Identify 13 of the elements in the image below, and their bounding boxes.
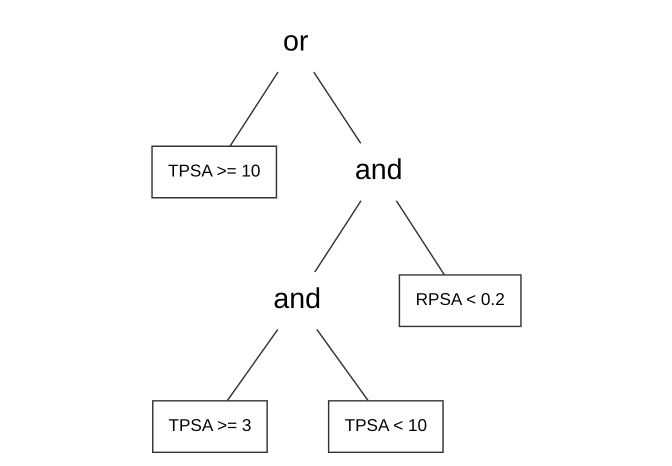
connector xyxy=(226,328,278,400)
node-box: TPSA >= 10 xyxy=(150,145,277,198)
node-box: TPSA < 10 xyxy=(327,400,444,452)
node-box: TPSA >= 3 xyxy=(152,400,268,452)
node-text: and xyxy=(272,282,321,314)
node-text: or xyxy=(282,24,308,57)
node-text: and xyxy=(354,154,402,186)
node-box: RPSA < 0.2 xyxy=(398,274,522,327)
connector xyxy=(229,71,278,146)
connector xyxy=(395,200,444,274)
connector xyxy=(314,200,362,272)
connector xyxy=(312,71,361,144)
connector xyxy=(316,328,368,400)
